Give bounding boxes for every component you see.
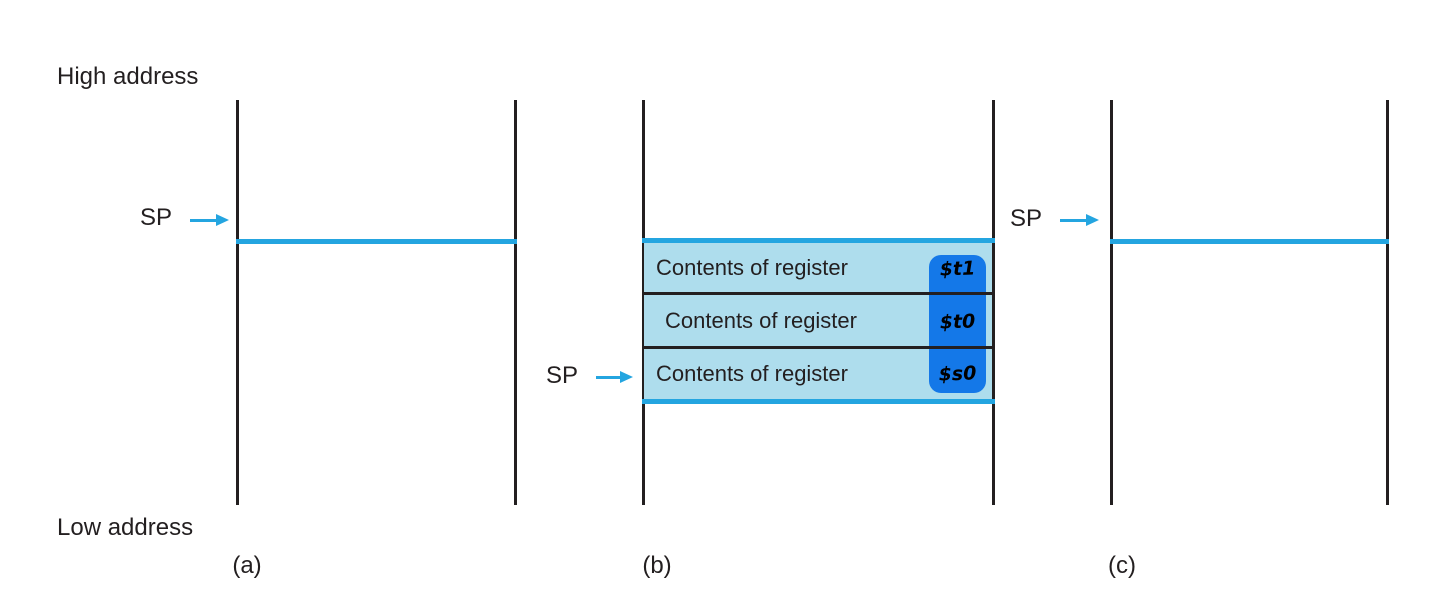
- stack-b-left-wall: [642, 100, 645, 505]
- stack-a-sp-line: [236, 239, 517, 244]
- register-name-t1: $t1: [939, 257, 976, 281]
- panel-a-caption: (a): [232, 552, 262, 579]
- register-name-badge: [929, 255, 986, 393]
- sp-arrow-right-icon-c: [1060, 214, 1099, 226]
- register-name-s0: $s0: [938, 362, 977, 386]
- register-name-t0: $t0: [939, 310, 976, 334]
- stack-b-right-wall: [992, 100, 995, 505]
- panel-b-caption: (b): [642, 552, 672, 579]
- stack-entry-label: Contents of register: [656, 255, 848, 280]
- low-address-label: Low address: [57, 514, 194, 541]
- sp-arrow-right-icon-b: [596, 371, 633, 383]
- sp-label-b: SP: [546, 362, 579, 389]
- stack-entry-label: Contents of register: [665, 308, 857, 333]
- stack-b-entry-divider-2: [643, 346, 994, 349]
- stack-a-left-wall: [236, 100, 239, 505]
- stack-a-right-wall: [514, 100, 517, 505]
- sp-arrow-right-icon-a: [190, 214, 229, 226]
- stack-b-entry-divider-1: [643, 292, 994, 295]
- stack-c-right-wall: [1386, 100, 1389, 505]
- stack-entry-label: Contents of register: [656, 361, 848, 386]
- high-address-label: High address: [57, 63, 199, 90]
- stack-b-top-line: [642, 238, 995, 243]
- panel-c-caption: (c): [1108, 552, 1136, 579]
- sp-label-a: SP: [140, 204, 173, 231]
- stack-c-sp-line: [1110, 239, 1389, 244]
- sp-label-c: SP: [1010, 205, 1043, 232]
- stack-b-sp-line: [642, 399, 995, 404]
- stack-c-left-wall: [1110, 100, 1113, 505]
